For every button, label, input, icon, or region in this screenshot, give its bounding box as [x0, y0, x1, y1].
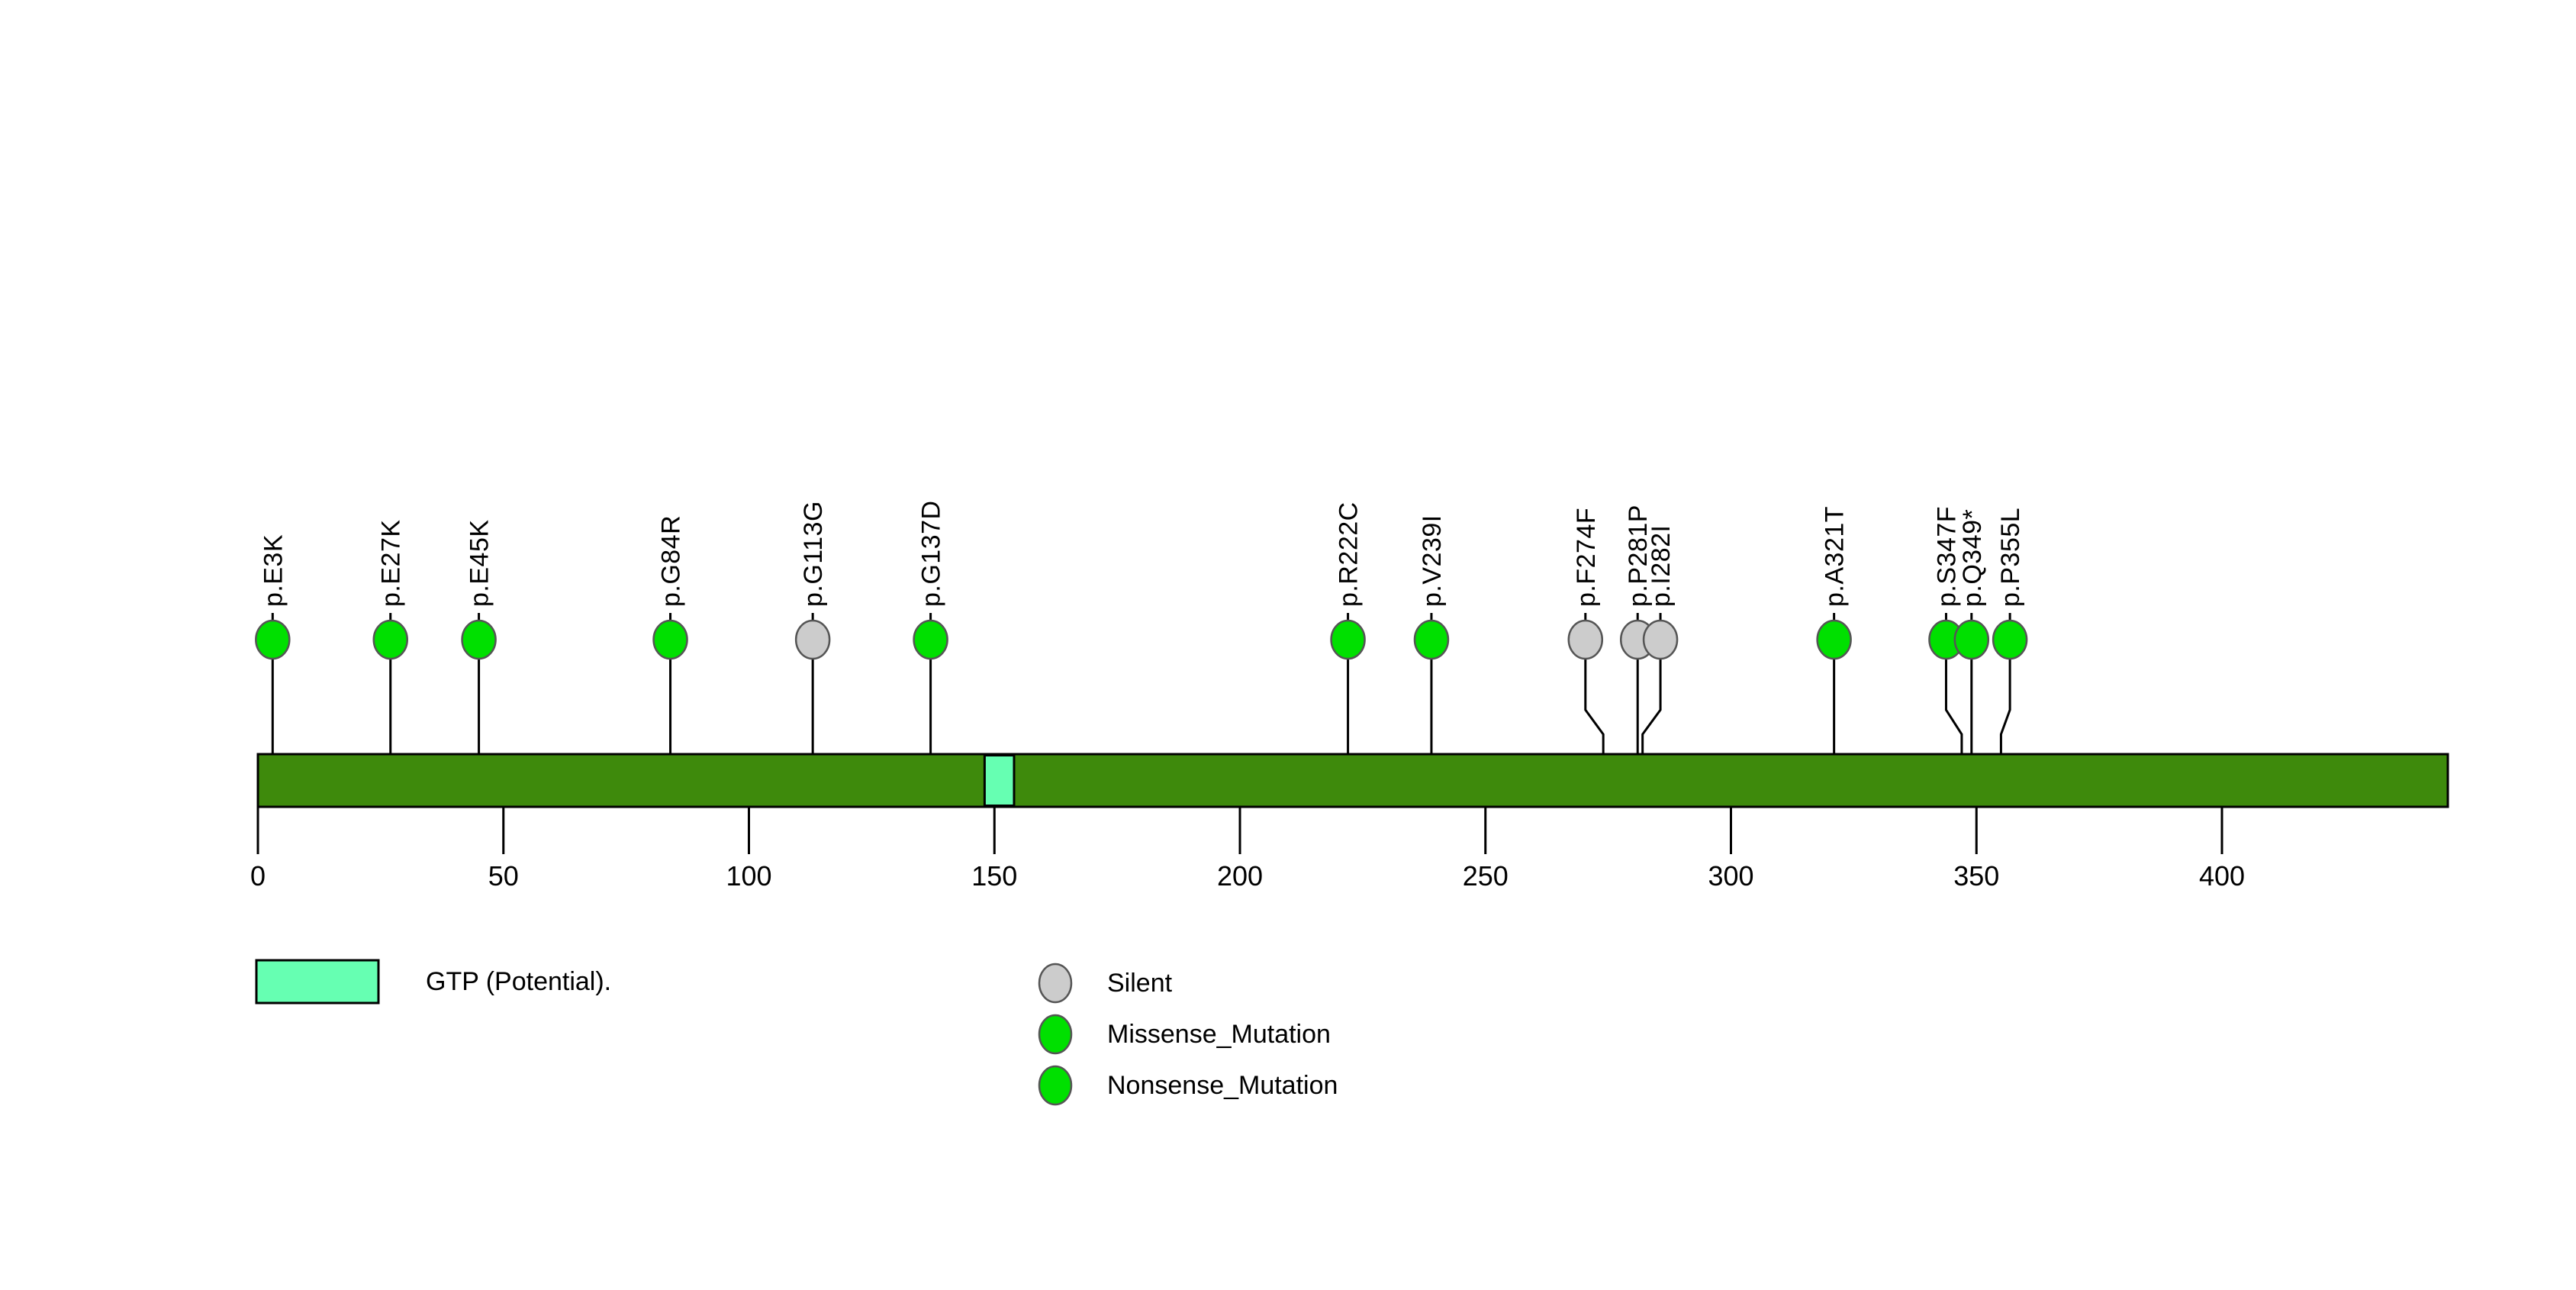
axis-tick-label: 150 [971, 860, 1017, 892]
lollipop-head[interactable]: p.E3K (Missense_Mutation) [255, 619, 291, 660]
mutation-label: p.V239I [1418, 514, 1447, 607]
mutation-label-group: p.E3K p.E27K p.E45K p.G84R p.G113G p.G137D p.R… [259, 500, 2025, 607]
axis-tick-label: 300 [1708, 860, 1753, 892]
x-axis-group: 0 50 100 150 200 250 300 350 400 [250, 807, 2245, 892]
lollipop-head[interactable]: p.A321T (Missense_Mutation) [1816, 619, 1852, 660]
lollipop-head[interactable]: p.E45K (Missense_Mutation) [461, 619, 497, 660]
mutation-label: p.G137D [917, 500, 946, 607]
lollipop-stem [1999, 659, 2011, 754]
lollipop-stem-group [271, 613, 2011, 754]
mutation-legend-marker [1038, 1014, 1073, 1055]
mutation-legend-marker [1038, 1065, 1073, 1106]
lollipop-head[interactable]: p.R222C (Missense_Mutation) [1330, 619, 1366, 660]
lollipop-head[interactable]: p.I282I (Silent) [1642, 619, 1679, 660]
lollipop-head[interactable]: p.V239I (Missense_Mutation) [1413, 619, 1450, 660]
lollipop-stem [1641, 659, 1662, 754]
mutation-label: p.R222C [1335, 501, 1364, 607]
mutation-label: p.P355L [1996, 508, 2025, 607]
lollipop-head[interactable]: p.E27K (Missense_Mutation) [372, 619, 408, 660]
domain-legend-swatch [255, 959, 380, 1005]
mutation-legend-label: Missense_Mutation [1107, 1020, 1331, 1049]
mutation-label: p.A321T [1821, 506, 1850, 607]
axis-tick-label: 100 [726, 860, 771, 892]
mutation-label: p.G84R [657, 515, 686, 607]
protein-domain-group: GTP (Potential). [983, 754, 1016, 807]
lollipop-head[interactable]: p.Q349* (Nonsense_Mutation) [1953, 619, 1990, 660]
lollipop-head[interactable]: p.P355L (Missense_Mutation) [1992, 619, 2028, 660]
protein-domain-block[interactable]: GTP (Potential). [983, 754, 1016, 807]
axis-tick-label: 0 [250, 860, 266, 892]
mutation-legend-marker [1038, 963, 1073, 1004]
protein-backbone-group [256, 753, 2449, 808]
axis-tick-label: 200 [1217, 860, 1263, 892]
mutation-label: p.Q349* [1958, 509, 1987, 607]
lollipop-head[interactable]: p.G137D (Missense_Mutation) [913, 619, 948, 660]
lollipop-head-group: p.E3K (Missense_Mutation) p.E27K (Missens… [255, 619, 2028, 660]
mutation-label: p.E3K [259, 534, 288, 607]
axis-tick-label: 400 [2199, 860, 2245, 892]
lollipop-stem [1584, 659, 1605, 754]
lollipop-head[interactable]: p.G84R (Missense_Mutation) [652, 619, 688, 660]
mutation-label: p.E27K [377, 519, 406, 607]
mutation-label: p.P281P [1624, 505, 1653, 607]
lollipop-stem [1944, 659, 1963, 754]
lollipop-head[interactable]: p.F274F (Silent) [1567, 619, 1604, 660]
mutation-label: p.I282I [1647, 525, 1676, 607]
mutation-label: p.F274F [1572, 508, 1601, 607]
mutation-label: p.G113G [799, 501, 828, 607]
axis-tick-label: 250 [1463, 860, 1509, 892]
axis-tick-label: 350 [1953, 860, 1999, 892]
domain-legend-group: GTP (Potential). [255, 959, 611, 1005]
lollipop-head[interactable]: p.G113G (Silent) [794, 619, 831, 660]
mutation-label: p.E45K [465, 519, 494, 607]
protein-backbone-bar [256, 753, 2449, 808]
mutation-legend-label: Silent [1107, 969, 1173, 998]
mutation-label: p.S347F [1932, 506, 1961, 607]
mutation-legend-label: Nonsense_Mutation [1107, 1071, 1338, 1100]
domain-legend-label: GTP (Potential). [426, 967, 611, 996]
axis-tick-label: 50 [488, 860, 519, 892]
